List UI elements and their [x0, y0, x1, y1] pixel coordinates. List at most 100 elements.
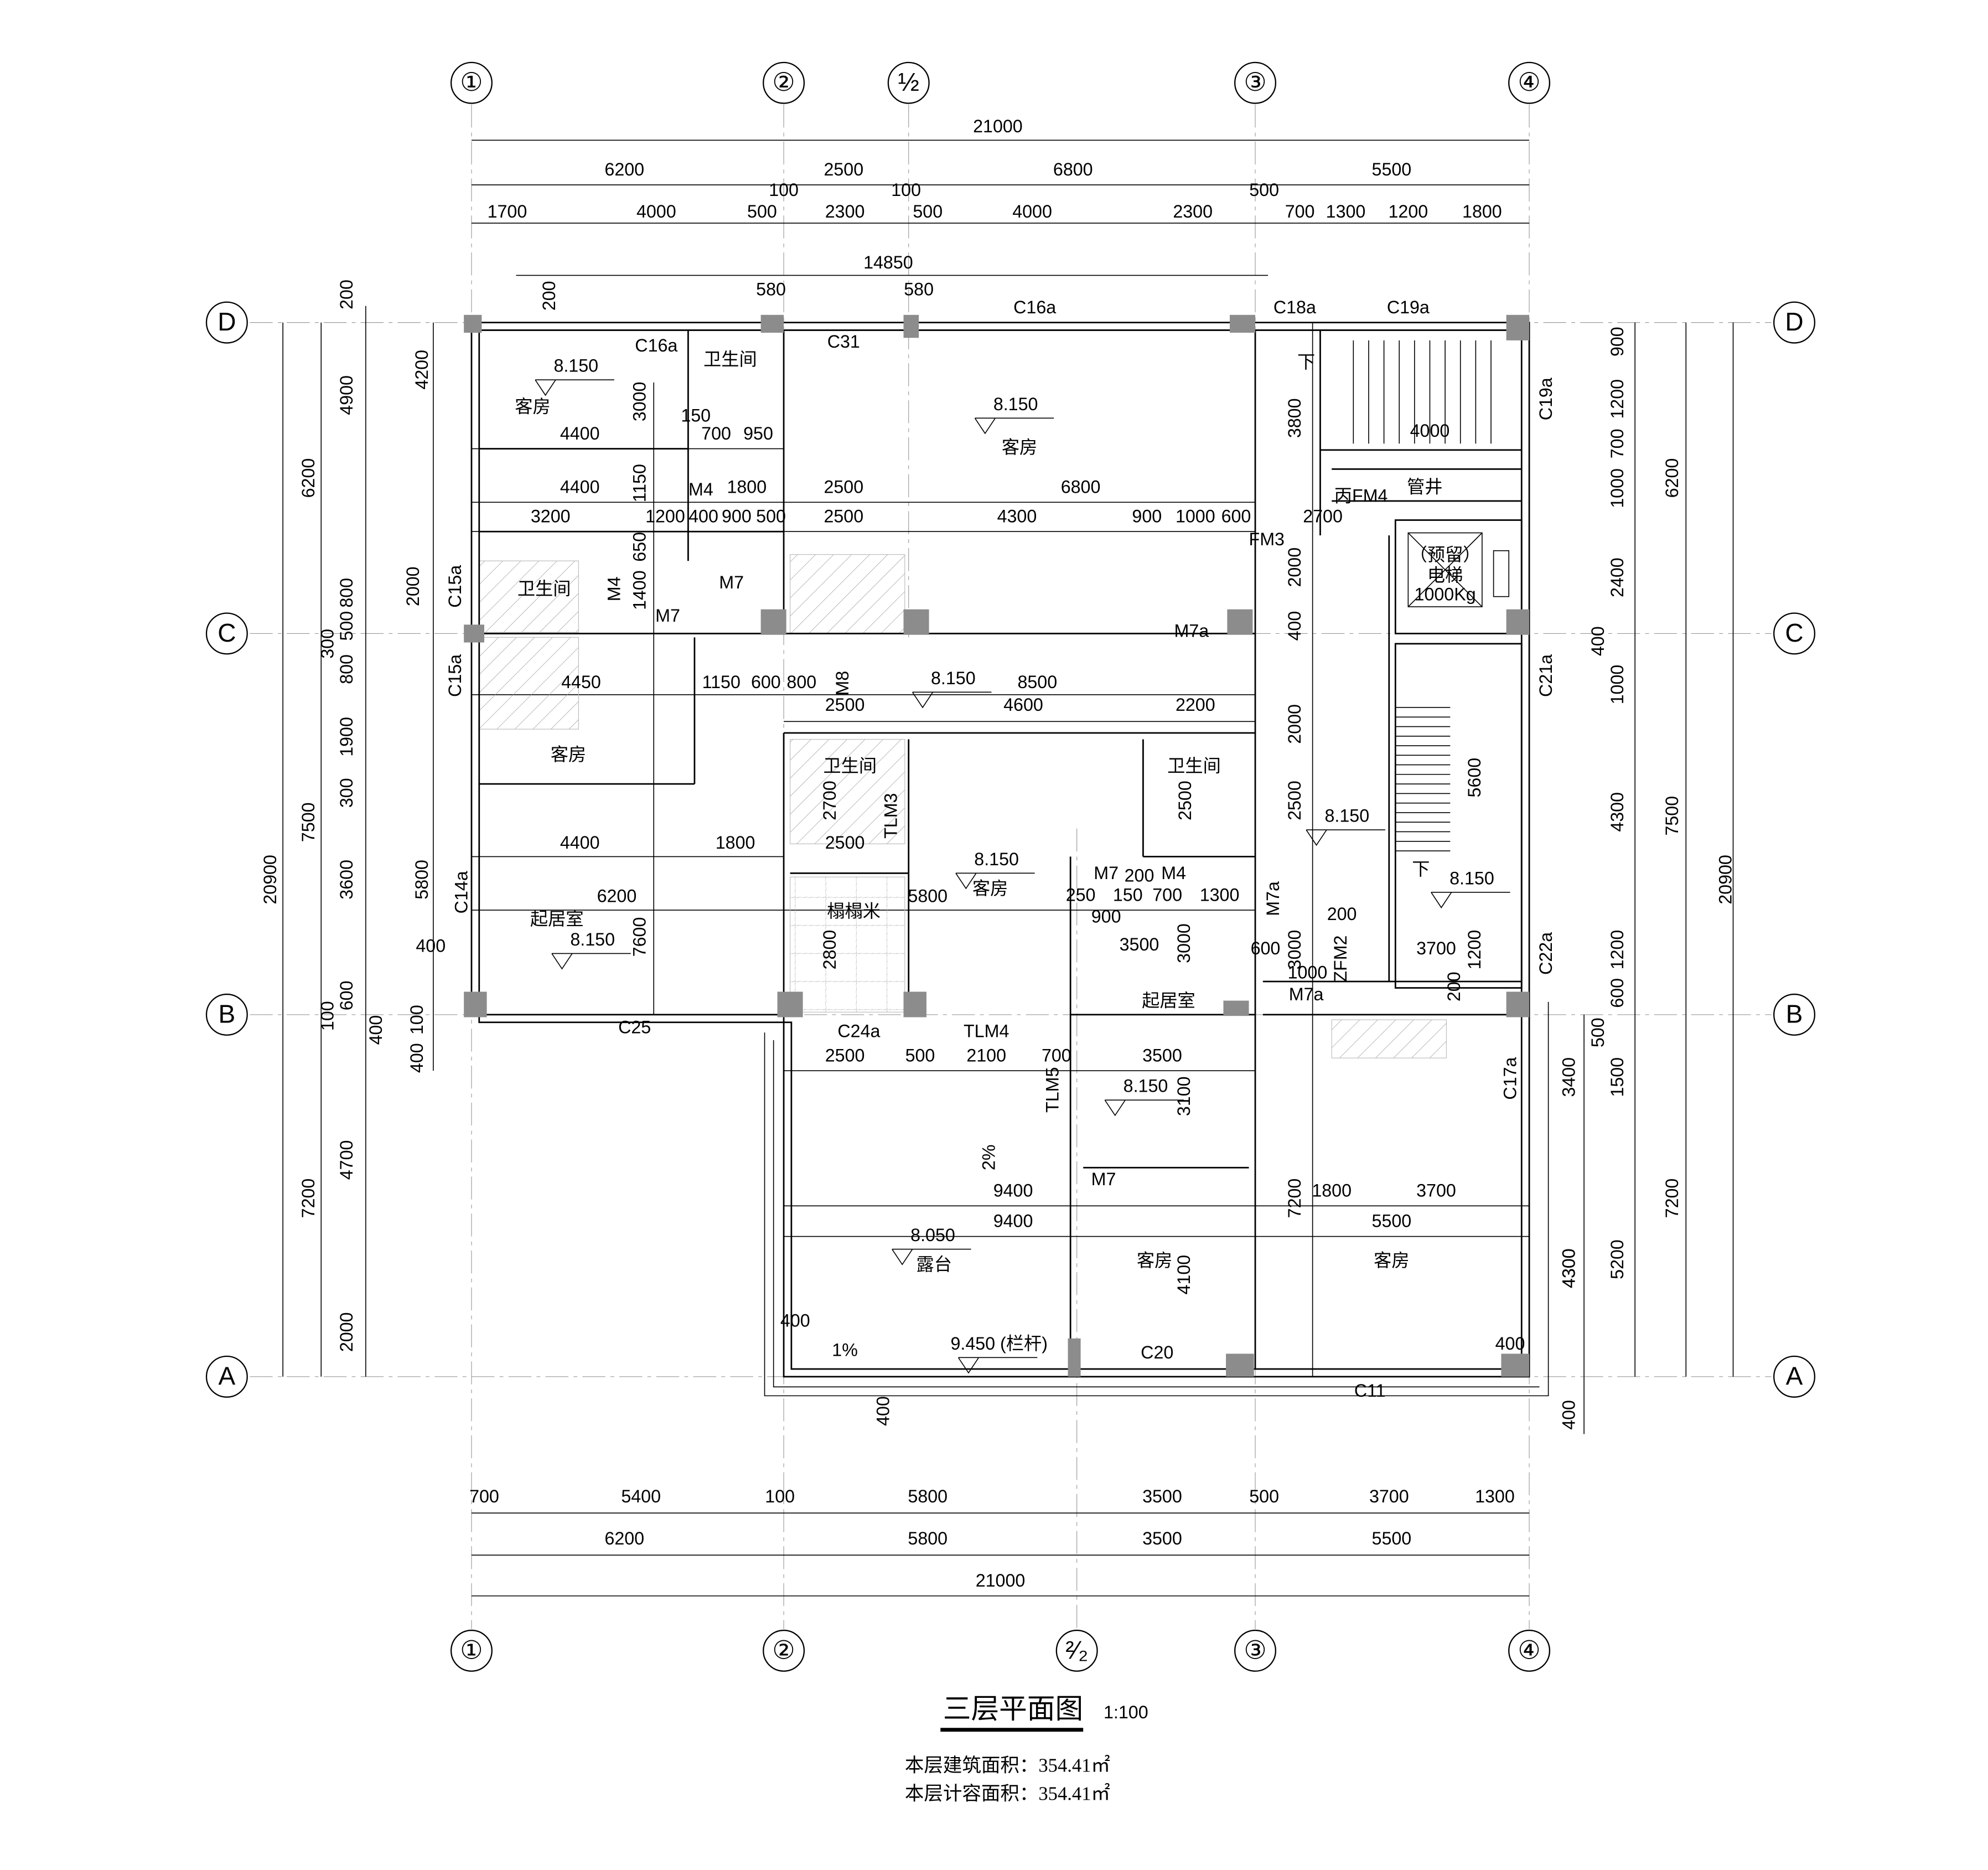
- dimension-interior: 700: [1152, 885, 1182, 905]
- dimension-interior: 1800: [1312, 1180, 1352, 1200]
- dimension-interior: 2500: [824, 477, 863, 497]
- dimension-interior: 2000: [1285, 704, 1304, 744]
- room-label: 卫生间: [823, 756, 877, 776]
- dimension-interior: 4400: [560, 477, 600, 497]
- title-block: 三层平面图 1:100 本层建筑面积：354.41㎡ 本层计容面积：354.41…: [905, 1693, 1148, 1804]
- dimension-top: 500: [913, 202, 943, 221]
- opening-label: C15a: [445, 654, 465, 697]
- dimension-interior: 4300: [1559, 1248, 1578, 1288]
- dimension-left: 6200: [298, 458, 318, 498]
- dimension-interior: 2700: [1303, 506, 1343, 526]
- drawing-scale: 1:100: [1104, 1702, 1148, 1722]
- dimension-bottom: 3500: [1142, 1528, 1182, 1548]
- dimension-bottom: 5800: [908, 1486, 948, 1506]
- axis-right-0: D: [1785, 307, 1803, 336]
- dimension-interior: 900: [722, 506, 752, 526]
- opening-label: FM3: [1249, 529, 1285, 549]
- dimension-interior: 4100: [1174, 1255, 1194, 1295]
- dimension-top: 2300: [825, 202, 865, 221]
- dimension-right: 500: [1588, 1017, 1608, 1047]
- opening-label: M4: [688, 479, 713, 499]
- dimension-left: 400: [416, 936, 446, 955]
- elevation-triangle-icon: [974, 417, 1054, 435]
- elevation-label: 下: [1412, 859, 1430, 879]
- dimension-interior: 3800: [1285, 398, 1304, 438]
- dimension-interior: 400: [873, 1396, 893, 1426]
- dimension-top: 100: [891, 180, 921, 200]
- elevation-label: 8.150: [570, 929, 615, 949]
- dimension-interior: 400: [780, 1310, 810, 1330]
- dimension-interior: 800: [786, 672, 816, 692]
- dimension-interior: 3700: [1416, 1180, 1456, 1200]
- dimension-top: 580: [904, 280, 934, 299]
- dimension-interior: 5600: [1464, 758, 1484, 798]
- dimension-left: 100: [407, 1005, 427, 1035]
- dimension-left: 2000: [403, 566, 423, 606]
- drawing-title: 三层平面图: [943, 1693, 1083, 1724]
- dimension-interior: 3500: [1120, 934, 1159, 954]
- dimension-interior: 6200: [597, 886, 637, 906]
- dimension-left: 300: [318, 629, 338, 659]
- axis-top-2-circle: [887, 61, 930, 104]
- dimension-interior: 2100: [966, 1045, 1006, 1065]
- opening-label: C20: [1141, 1342, 1173, 1362]
- dimension-left: 200: [336, 280, 356, 309]
- dimension-bottom: 6200: [604, 1528, 644, 1548]
- dimension-bottom: 100: [765, 1486, 795, 1506]
- dimension-bottom: 21000: [976, 1571, 1026, 1590]
- axis-top-4-circle: [1508, 61, 1551, 104]
- dimension-interior: 2200: [1176, 695, 1215, 715]
- elevation-label: 9.450 (栏杆): [950, 1334, 1047, 1354]
- dimension-top: 500: [747, 202, 777, 221]
- dimension-top: 2500: [824, 159, 863, 179]
- room-label: 卫生间: [1167, 756, 1221, 776]
- dimension-right: 1000: [1607, 468, 1627, 508]
- dimension-interior: 2500: [824, 506, 863, 526]
- dimension-interior: 7600: [630, 917, 650, 957]
- dimension-interior: 1150: [702, 672, 741, 692]
- room-label: 客房: [1002, 437, 1037, 457]
- dimension-top: 21000: [973, 116, 1023, 136]
- dimension-interior: 200: [1125, 866, 1155, 886]
- room-label: 榻榻米: [827, 901, 881, 921]
- dimension-interior: 2500: [1285, 781, 1304, 820]
- dimension-right: 1500: [1607, 1057, 1627, 1097]
- room-label: 客房: [551, 745, 586, 764]
- dimension-right: 1200: [1607, 379, 1627, 419]
- elevation-label: 8.150: [974, 849, 1019, 869]
- dimension-bottom: 1300: [1475, 1486, 1515, 1506]
- axis-right-1: C: [1785, 618, 1803, 647]
- axis-bottom-0-circle: [450, 1629, 493, 1672]
- dimension-interior: 3500: [1142, 1045, 1182, 1065]
- opening-label: M7a: [1263, 881, 1283, 916]
- opening-label: C25: [618, 1017, 651, 1037]
- axis-bottom-1: ②: [772, 1635, 795, 1664]
- dimension-interior: 2700: [820, 781, 840, 820]
- dimension-left: 2000: [336, 1312, 356, 1352]
- elevation-triangle-icon: [1104, 1099, 1184, 1117]
- dimension-interior: 200: [1444, 972, 1464, 1001]
- axis-top-2: ½: [898, 68, 919, 96]
- axis-top-3-circle: [1234, 61, 1277, 104]
- dimension-interior: 2000: [1285, 547, 1304, 587]
- dimension-top: 200: [539, 281, 559, 311]
- axis-left-1: C: [218, 618, 236, 647]
- room-label: 客房: [515, 396, 550, 416]
- dimension-top: 100: [769, 180, 799, 200]
- elevation-label: 8.150: [553, 356, 598, 376]
- dimension-interior: 400: [688, 506, 718, 526]
- opening-label: C16a: [635, 335, 677, 355]
- opening-label: C16a: [1013, 297, 1056, 317]
- elevation-label: 8.150: [931, 668, 976, 688]
- axis-right-3: A: [1786, 1361, 1803, 1390]
- dimension-right: 5200: [1607, 1239, 1627, 1279]
- room-label: 客房: [972, 879, 1008, 898]
- dimension-right: 7500: [1662, 796, 1682, 836]
- dimension-interior: 1800: [727, 477, 767, 497]
- dimension-interior: 1000: [1176, 506, 1215, 526]
- elevation-triangle-icon: [955, 872, 1035, 890]
- opening-label: TLM5: [1043, 1067, 1063, 1113]
- axis-bottom-1-circle: [763, 1629, 805, 1672]
- dimension-left: 400: [366, 1015, 386, 1045]
